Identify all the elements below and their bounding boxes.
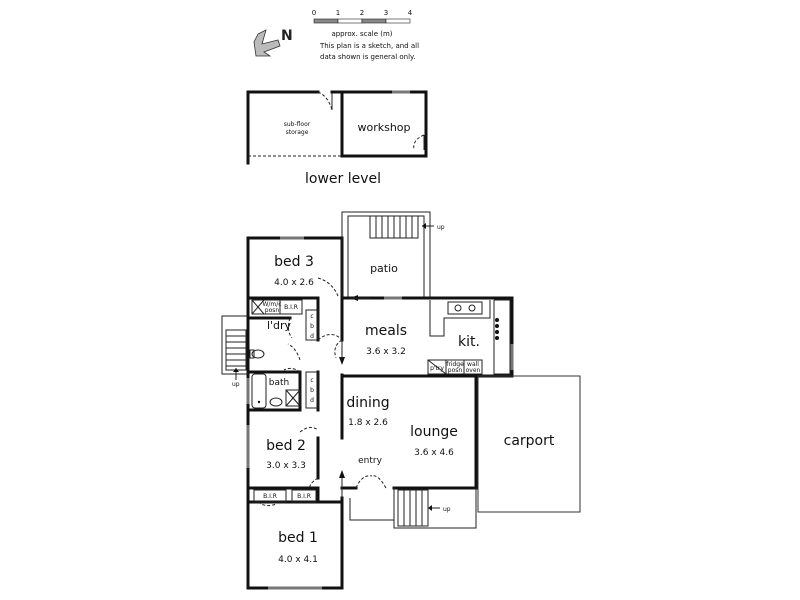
room-entry-name: entry: [358, 456, 382, 466]
scale-label: approx. scale (m): [331, 30, 392, 38]
cbd-2-c: c: [310, 377, 313, 384]
room-bed1-name: bed 1: [278, 530, 318, 546]
laundry-stairs: up: [221, 315, 248, 388]
scale-tick-1: 1: [336, 9, 340, 17]
room-bed1-dims: 4.0 x 4.1: [278, 555, 318, 565]
subfloor-label-2: storage: [286, 129, 309, 136]
room-kitchen-name: kit.: [458, 334, 480, 350]
subfloor-label-1: sub-floor: [284, 121, 311, 128]
bathtub-icon: [251, 373, 267, 409]
main-level-plan: up p'try fridge posn wall: [221, 211, 581, 590]
cbd-2-b: b: [310, 387, 314, 394]
north-letter: N: [281, 28, 293, 44]
room-bed3-dims: 4.0 x 2.6: [274, 278, 314, 288]
scale-bar: 0 1 2 3 4 approx. scale (m) This plan is…: [312, 9, 419, 61]
patio-stairs-up-label: up: [437, 224, 445, 231]
sink-icon: [447, 301, 483, 315]
room-bed2-dims: 3.0 x 3.3: [266, 461, 306, 471]
scale-tick-3: 3: [384, 9, 388, 17]
scale-tick-2: 2: [360, 9, 364, 17]
entry-stairs: up: [349, 488, 477, 529]
fridge-label-2: posn: [448, 367, 463, 374]
lower-level-caption: lower level: [305, 171, 381, 187]
patio-stairs: up: [369, 215, 445, 239]
entry-stairs-up-label: up: [443, 506, 451, 513]
basin-icon: [269, 397, 283, 407]
bir-bed2-label: B.I.R: [297, 493, 311, 500]
wm-label-1: W/m/c: [262, 301, 281, 308]
disclaimer-line-1: This plan is a sketch, and all: [319, 42, 419, 50]
lower-level-plan: sub-floor storage workshop lower level: [246, 90, 428, 187]
room-meals-name: meals: [365, 323, 407, 339]
room-carport-name: carport: [504, 433, 555, 449]
pantry-label: p'try: [430, 365, 444, 372]
wall-oven-label-1: wall: [467, 361, 479, 368]
scale-tick-0: 0: [312, 9, 316, 17]
disclaimer-line-2: data shown is general only.: [320, 53, 415, 61]
room-bed2-name: bed 2: [266, 438, 306, 454]
north-arrow-icon: N: [253, 28, 293, 57]
room-labels: bed 3 4.0 x 2.6 patio meals 3.6 x 3.2 ki…: [266, 254, 555, 565]
room-dining-dims: 1.8 x 2.6: [348, 418, 388, 428]
bir-bed1-label: B.I.R: [263, 493, 277, 500]
room-meals-dims: 3.6 x 3.2: [366, 347, 406, 357]
room-dining-name: dining: [346, 395, 389, 411]
cbd-2-d: d: [310, 397, 314, 404]
bir-bed3-label: B.I.R: [284, 304, 298, 311]
wall-oven-label-2: oven: [466, 367, 481, 374]
fridge-label-1: fridge: [446, 361, 464, 368]
cooktop-icon: [495, 318, 499, 340]
room-bed3-name: bed 3: [274, 254, 314, 270]
carport-outline: [477, 375, 581, 513]
scale-tick-4: 4: [408, 9, 413, 17]
cbd-1-b: b: [310, 323, 314, 330]
laundry-stairs-up-label: up: [232, 381, 240, 388]
wm-label-2: posn: [265, 307, 280, 314]
room-lounge-dims: 3.6 x 4.6: [414, 448, 454, 458]
workshop-label: workshop: [357, 121, 410, 134]
shower-icon: [285, 389, 301, 407]
room-patio-name: patio: [370, 262, 398, 275]
toilet-icon: [251, 349, 265, 359]
cbd-1-d: d: [310, 333, 314, 340]
room-lounge-name: lounge: [410, 424, 458, 440]
room-laundry-name: l'dry: [267, 319, 292, 332]
cbd-1-c: c: [310, 313, 313, 320]
room-bath-name: bath: [269, 378, 289, 388]
